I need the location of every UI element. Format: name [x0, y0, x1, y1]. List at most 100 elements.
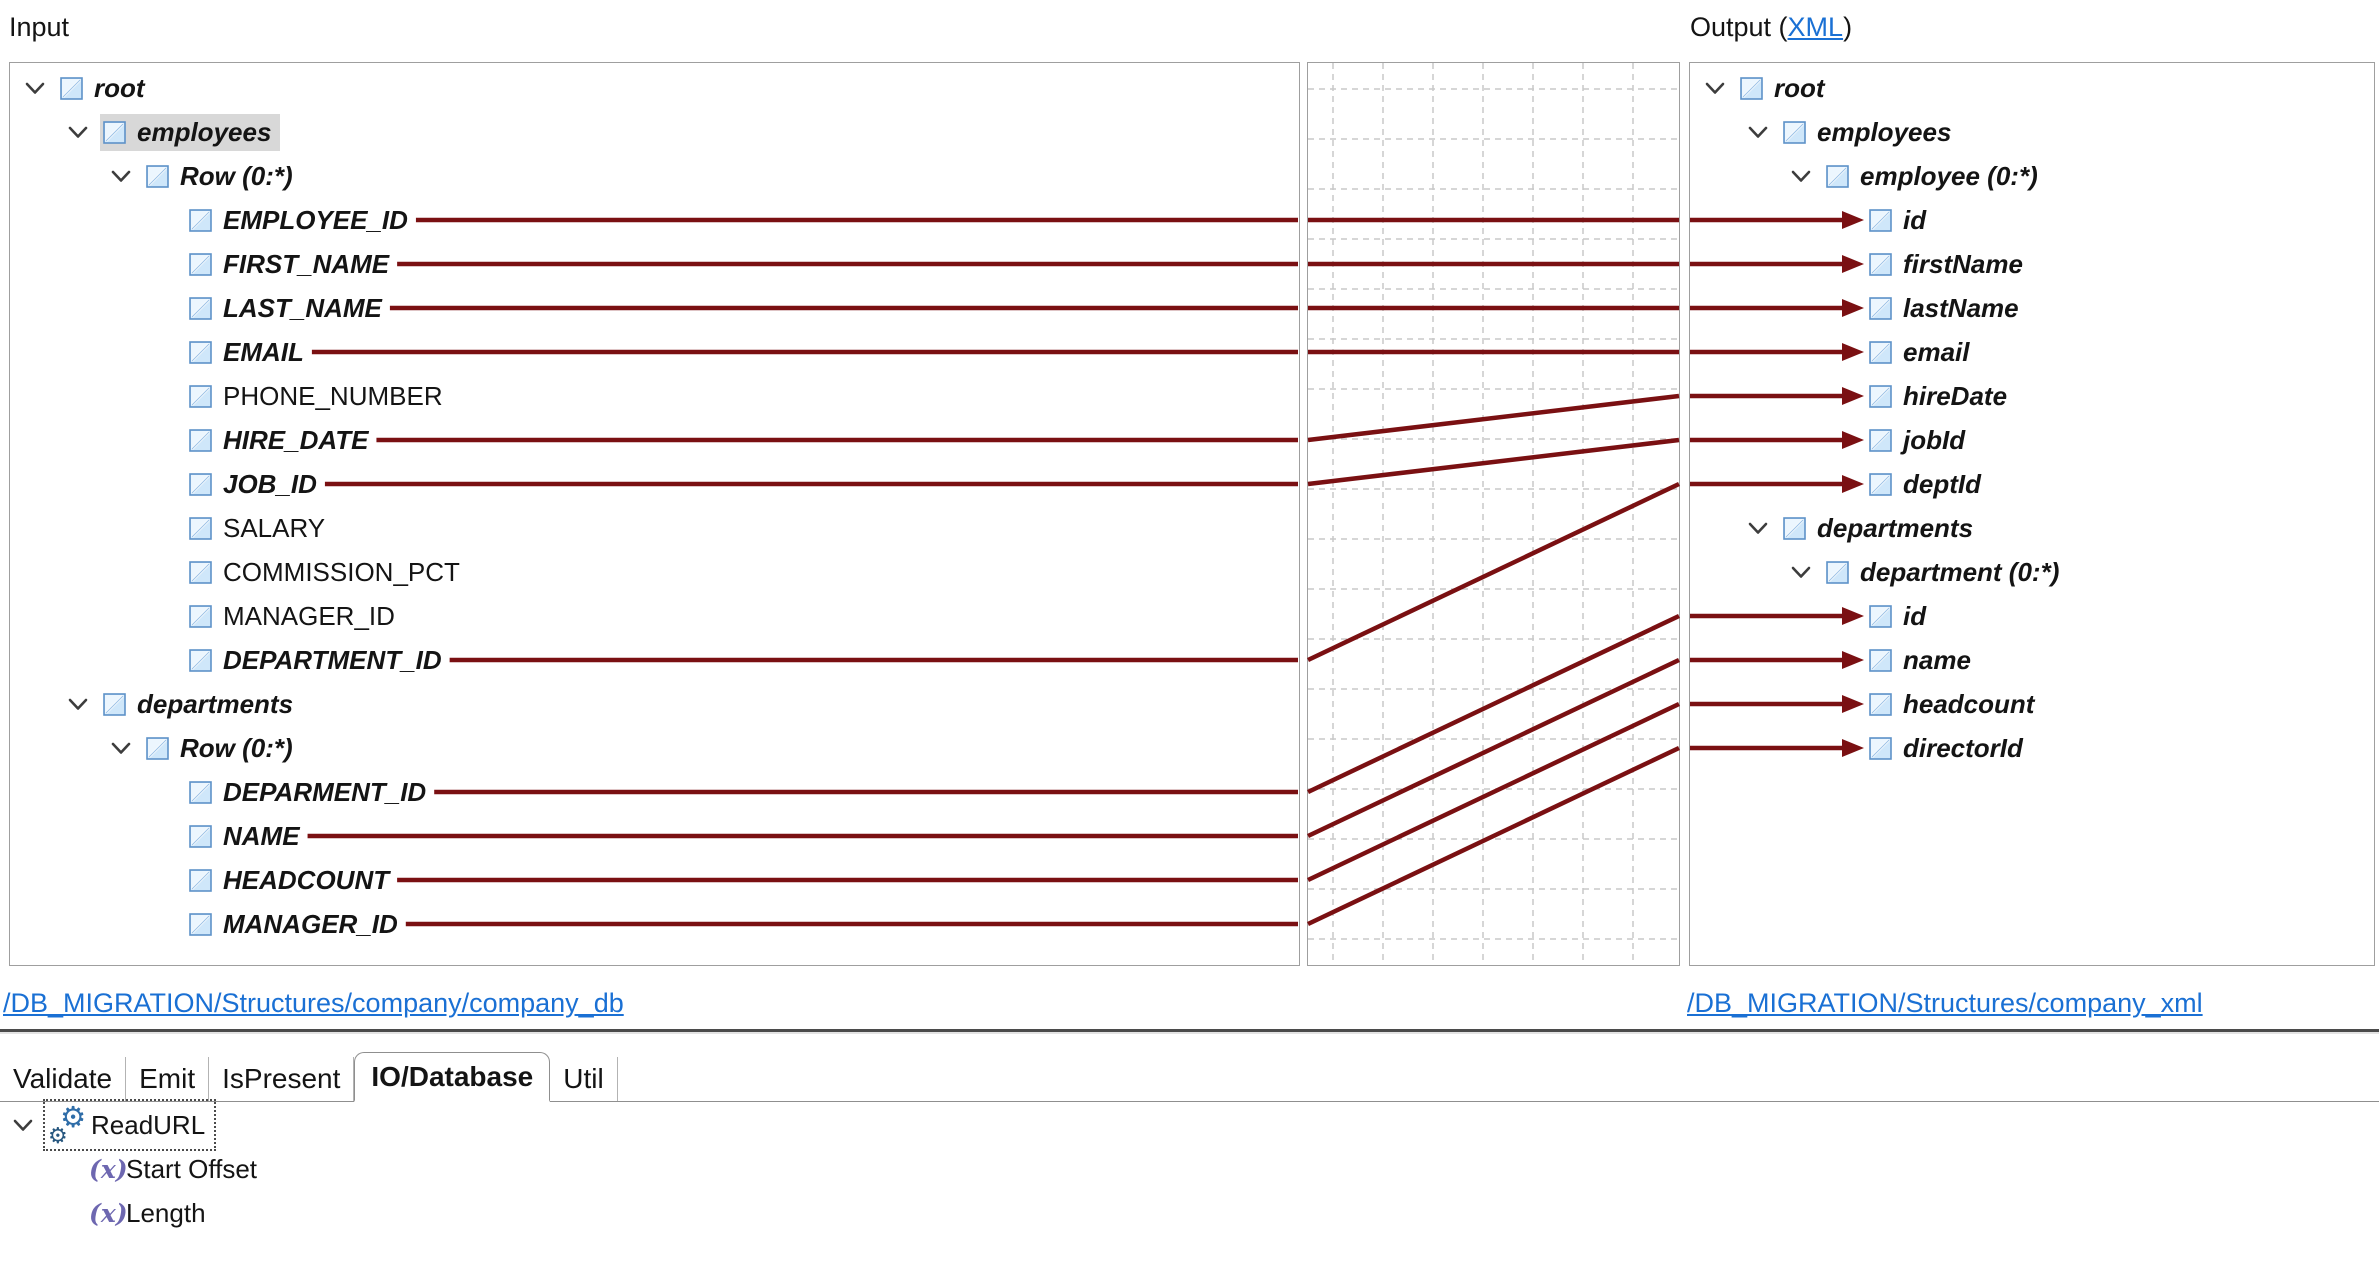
function-node-start-offset[interactable]: (x)Start Offset [0, 1147, 2379, 1191]
chevron-down-icon[interactable] [1747, 520, 1771, 536]
tree-node-out-jobid[interactable]: jobId [1690, 418, 2374, 462]
tree-node-body: COMMISSION_PCT [186, 554, 469, 591]
tree-node-out-deptid[interactable]: deptId [1690, 462, 2374, 506]
tree-node-in-root[interactable]: root [10, 66, 1299, 110]
tree-node-label: headcount [1903, 688, 2035, 719]
tree-node-out-departments[interactable]: departments [1690, 506, 2374, 550]
tree-node-label: directorId [1903, 732, 2023, 763]
tree-node-out-lastname[interactable]: lastName [1690, 286, 2374, 330]
tree-node-out-name[interactable]: name [1690, 638, 2374, 682]
tree-node-out-department[interactable]: department (0:*) [1690, 550, 2374, 594]
tree-node-in-employee-id[interactable]: EMPLOYEE_ID [10, 198, 1299, 242]
input-structure-path-link[interactable]: /DB_MIGRATION/Structures/company/company… [3, 988, 624, 1018]
chevron-down-icon[interactable] [110, 740, 134, 756]
tree-node-body: department (0:*) [1823, 554, 2068, 591]
tree-node-out-firstname[interactable]: firstName [1690, 242, 2374, 286]
tree-node-body: NAME [186, 818, 309, 855]
tree-node-body: directorId [1866, 730, 2032, 767]
xml-element-icon [189, 208, 212, 232]
tree-node-in-row-1[interactable]: Row (0:*) [10, 154, 1299, 198]
chevron-down-icon[interactable] [1747, 124, 1771, 140]
chevron-down-icon[interactable] [67, 124, 91, 140]
tree-node-out-dept-id[interactable]: id [1690, 594, 2374, 638]
tree-node-label: root [94, 72, 145, 103]
chevron-down-icon[interactable] [1790, 168, 1814, 184]
tree-node-label: email [1903, 336, 1970, 367]
tree-node-body: hireDate [1866, 378, 2016, 415]
tree-node-body: employees [100, 113, 281, 151]
tree-node-label: department (0:*) [1860, 556, 2060, 587]
tree-node-in-name[interactable]: NAME [10, 814, 1299, 858]
mapping-canvas[interactable] [1307, 62, 1680, 966]
tree-node-out-email[interactable]: email [1690, 330, 2374, 374]
xml-element-icon [189, 648, 212, 672]
tree-node-body: id [1866, 202, 1935, 239]
tree-node-in-manager-id-2[interactable]: MANAGER_ID [10, 902, 1299, 946]
tree-node-in-department-id[interactable]: DEPARTMENT_ID [10, 638, 1299, 682]
function-node-label: ReadURL [91, 1109, 206, 1140]
function-library-panel: ⚙⚙ReadURL(x)Start Offset(x)Length [0, 1099, 2379, 1235]
tree-node-out-directorid[interactable]: directorId [1690, 726, 2374, 770]
output-structure-path-link[interactable]: /DB_MIGRATION/Structures/company_xml [1687, 988, 2203, 1018]
tree-node-out-id[interactable]: id [1690, 198, 2374, 242]
function-node-label: Start Offset [126, 1153, 258, 1184]
tree-node-out-employee[interactable]: employee (0:*) [1690, 154, 2374, 198]
tree-node-label: LAST_NAME [223, 292, 382, 323]
xml-element-icon [146, 164, 169, 188]
tree-node-in-phone-number[interactable]: PHONE_NUMBER [10, 374, 1299, 418]
tree-node-in-first-name[interactable]: FIRST_NAME [10, 242, 1299, 286]
tree-node-in-manager-id[interactable]: MANAGER_ID [10, 594, 1299, 638]
output-xml-link[interactable]: XML [1787, 12, 1844, 42]
tree-node-in-deparment-id[interactable]: DEPARMENT_ID [10, 770, 1299, 814]
tab-validate[interactable]: Validate [0, 1057, 127, 1101]
tree-node-body: HEADCOUNT [186, 862, 398, 899]
tree-node-in-job-id[interactable]: JOB_ID [10, 462, 1299, 506]
tree-node-out-root[interactable]: root [1690, 66, 2374, 110]
tab-util[interactable]: Util [550, 1057, 618, 1101]
tree-node-in-hire-date[interactable]: HIRE_DATE [10, 418, 1299, 462]
function-node-readurl[interactable]: ⚙⚙ReadURL [0, 1099, 2379, 1151]
tree-node-label: EMAIL [223, 336, 304, 367]
tree-node-label: Row (0:*) [180, 160, 293, 191]
chevron-down-icon[interactable] [1704, 80, 1728, 96]
tree-node-body: id [1866, 598, 1935, 635]
xml-element-icon [103, 120, 126, 144]
xml-element-icon [1869, 472, 1892, 496]
tree-node-out-employees[interactable]: employees [1690, 110, 2374, 154]
tree-node-in-last-name[interactable]: LAST_NAME [10, 286, 1299, 330]
chevron-down-icon[interactable] [110, 168, 134, 184]
tree-node-label: DEPARMENT_ID [223, 776, 427, 807]
chevron-down-icon[interactable] [24, 80, 48, 96]
tree-node-in-departments[interactable]: departments [10, 682, 1299, 726]
chevron-down-icon[interactable] [67, 696, 91, 712]
tree-node-body: root [57, 70, 154, 107]
tree-node-in-commission-pct[interactable]: COMMISSION_PCT [10, 550, 1299, 594]
xml-element-icon [189, 472, 212, 496]
xml-element-icon [189, 560, 212, 584]
tree-node-in-salary[interactable]: SALARY [10, 506, 1299, 550]
tree-node-in-employees[interactable]: employees [10, 110, 1299, 154]
tree-node-in-headcount[interactable]: HEADCOUNT [10, 858, 1299, 902]
tab-emit[interactable]: Emit [126, 1057, 210, 1101]
xml-element-icon [189, 516, 212, 540]
tab-ispresent[interactable]: IsPresent [209, 1057, 355, 1101]
tree-node-in-row-2[interactable]: Row (0:*) [10, 726, 1299, 770]
xml-element-icon [189, 868, 212, 892]
xml-element-icon [146, 736, 169, 760]
input-panel-title: Input [9, 12, 70, 42]
function-node-length[interactable]: (x)Length [0, 1191, 2379, 1235]
tree-node-in-email[interactable]: EMAIL [10, 330, 1299, 374]
tree-node-out-headcount[interactable]: headcount [1690, 682, 2374, 726]
chevron-down-icon[interactable] [1790, 564, 1814, 580]
chevron-down-icon[interactable] [12, 1117, 36, 1133]
tree-node-out-hiredate[interactable]: hireDate [1690, 374, 2374, 418]
tree-node-body: headcount [1866, 686, 2043, 723]
tree-node-label: departments [137, 688, 294, 719]
xml-element-icon [1869, 604, 1892, 628]
tree-node-body: FIRST_NAME [186, 246, 398, 283]
tab-io-database[interactable]: IO/Database [354, 1052, 551, 1102]
tree-node-body: deptId [1866, 466, 1990, 503]
